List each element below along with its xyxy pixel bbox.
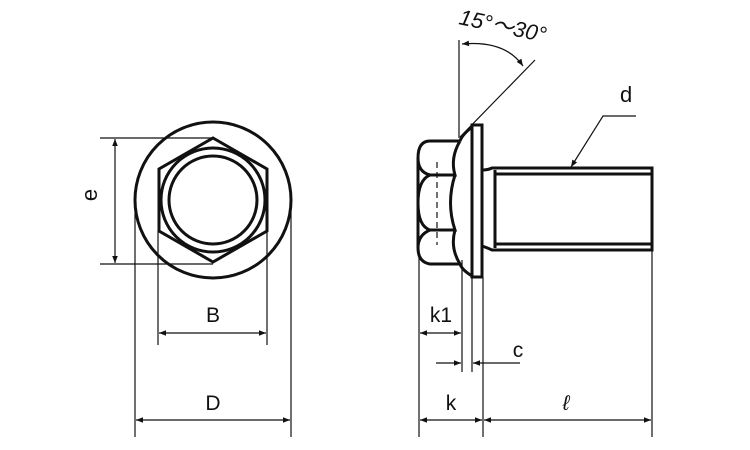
chamfer-circle bbox=[159, 146, 267, 254]
hex-outline bbox=[157, 136, 269, 264]
head-lobe-top bbox=[416, 139, 462, 177]
front-view: e B D bbox=[77, 120, 293, 437]
head-lobe-bottom bbox=[416, 228, 463, 266]
label-angle: 15°～30° bbox=[457, 4, 549, 47]
label-e: e bbox=[77, 189, 102, 201]
label-k1: k1 bbox=[430, 304, 452, 327]
label-D: D bbox=[205, 392, 220, 415]
label-d: d bbox=[620, 82, 632, 107]
head-lobe-middle bbox=[416, 173, 458, 232]
label-l: ℓ bbox=[562, 392, 571, 415]
angle-arc bbox=[461, 40, 524, 67]
label-B: B bbox=[206, 304, 220, 327]
flange bbox=[470, 123, 484, 279]
label-c: c bbox=[513, 339, 524, 362]
bearing-circle bbox=[167, 154, 259, 246]
label-k: k bbox=[446, 392, 457, 415]
leader-d bbox=[570, 115, 636, 168]
shank bbox=[481, 166, 654, 252]
side-view: 15°～30° d k1 c k ℓ bbox=[416, 4, 654, 437]
